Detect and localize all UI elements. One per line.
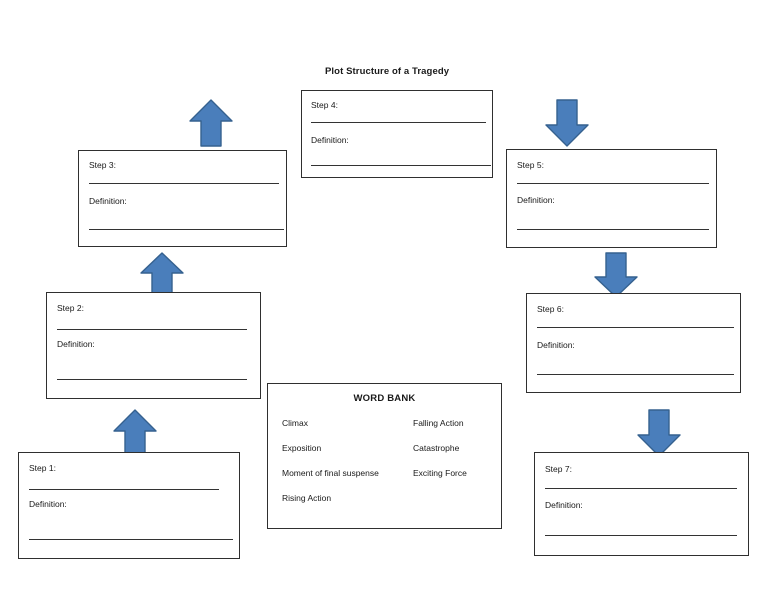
step-6-answer-line[interactable]: [537, 327, 734, 328]
word-bank-item[interactable]: Exciting Force: [413, 468, 467, 478]
word-bank-item[interactable]: Climax: [282, 418, 308, 428]
step-box-4[interactable]: Step 4: Definition:: [301, 90, 493, 178]
step-7-definition-line[interactable]: [545, 535, 737, 536]
step-4-label: Step 4:: [311, 100, 338, 110]
word-bank-title: WORD BANK: [353, 393, 416, 404]
arrow-step5-to-step6: [594, 252, 638, 298]
word-bank-item[interactable]: Exposition: [282, 443, 322, 453]
word-bank-left-column: Climax Exposition Moment of final suspen…: [282, 418, 379, 518]
step-2-answer-line[interactable]: [57, 329, 247, 330]
step-4-definition-line[interactable]: [311, 165, 491, 166]
arrow-step3-to-step4: [189, 99, 233, 147]
step-box-2[interactable]: Step 2: Definition:: [46, 292, 261, 399]
step-1-definition-line[interactable]: [29, 539, 233, 540]
arrow-step6-to-step7: [637, 409, 681, 457]
word-bank: WORD BANK Climax Exposition Moment of fi…: [267, 383, 502, 529]
step-3-definition-line[interactable]: [89, 229, 284, 230]
step-4-answer-line[interactable]: [311, 122, 486, 123]
step-3-definition-label: Definition:: [89, 196, 127, 206]
step-box-3[interactable]: Step 3: Definition:: [78, 150, 287, 247]
step-5-definition-line[interactable]: [517, 229, 709, 230]
step-6-definition-line[interactable]: [537, 374, 734, 375]
step-box-6[interactable]: Step 6: Definition:: [526, 293, 741, 393]
word-bank-item[interactable]: Falling Action: [413, 418, 464, 428]
step-box-7[interactable]: Step 7: Definition:: [534, 452, 749, 556]
step-5-answer-line[interactable]: [517, 183, 709, 184]
step-box-5[interactable]: Step 5: Definition:: [506, 149, 717, 248]
step-6-definition-label: Definition:: [537, 340, 575, 350]
step-4-definition-label: Definition:: [311, 135, 349, 145]
step-box-1[interactable]: Step 1: Definition:: [18, 452, 240, 559]
step-7-definition-label: Definition:: [545, 500, 583, 510]
step-5-label: Step 5:: [517, 160, 544, 170]
step-2-definition-label: Definition:: [57, 339, 95, 349]
word-bank-item[interactable]: Rising Action: [282, 493, 332, 503]
step-6-label: Step 6:: [537, 304, 564, 314]
step-1-definition-label: Definition:: [29, 499, 67, 509]
step-1-label: Step 1:: [29, 463, 56, 473]
step-1-answer-line[interactable]: [29, 489, 219, 490]
arrow-step4-to-step5: [545, 99, 589, 147]
step-7-label: Step 7:: [545, 464, 572, 474]
word-bank-item[interactable]: Catastrophe: [413, 443, 460, 453]
step-7-answer-line[interactable]: [545, 488, 737, 489]
word-bank-right-column: Falling Action Catastrophe Exciting Forc…: [413, 418, 467, 493]
step-3-label: Step 3:: [89, 160, 116, 170]
step-2-definition-line[interactable]: [57, 379, 247, 380]
step-5-definition-label: Definition:: [517, 195, 555, 205]
step-2-label: Step 2:: [57, 303, 84, 313]
arrow-step1-to-step2: [113, 409, 157, 457]
word-bank-item[interactable]: Moment of final suspense: [282, 468, 379, 478]
step-3-answer-line[interactable]: [89, 183, 279, 184]
page-title: Plot Structure of a Tragedy: [325, 66, 450, 77]
